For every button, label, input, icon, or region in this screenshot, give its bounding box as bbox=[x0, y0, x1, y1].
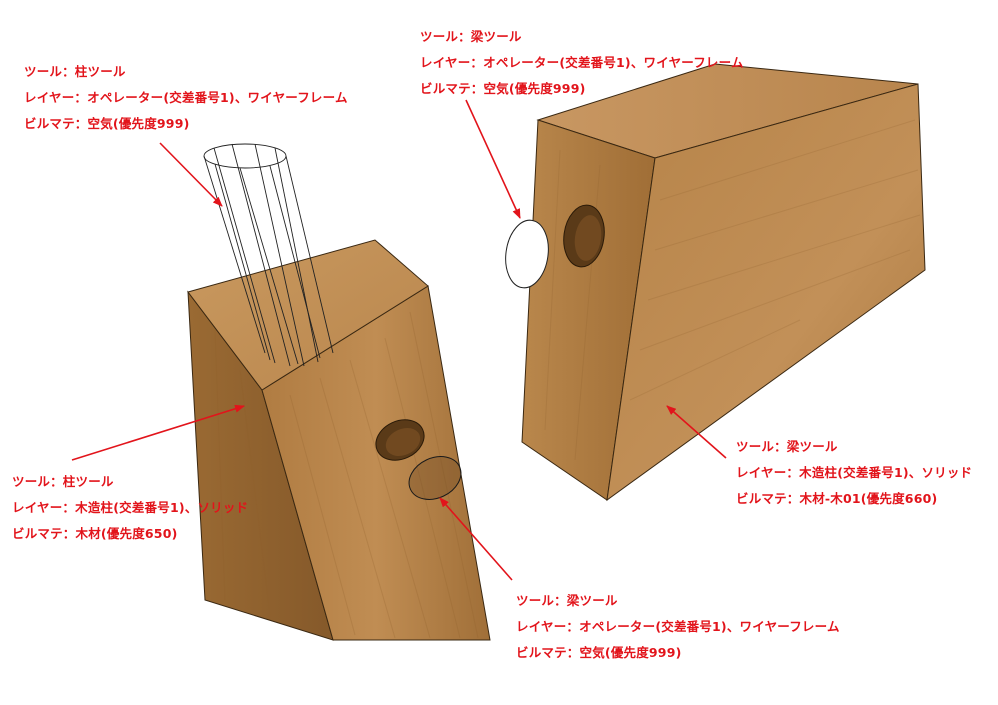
post-top-face bbox=[187, 239, 429, 391]
callout-layer: レイヤー：オペレーター(交差番号1)、ワイヤーフレーム bbox=[420, 55, 744, 70]
post-grain bbox=[214, 311, 479, 639]
callout-material: ビルマテ：空気(優先度999) bbox=[420, 81, 586, 96]
callout-tool: ツール：柱ツール bbox=[12, 474, 114, 489]
wireframe-ellipse-beam bbox=[505, 219, 549, 289]
callout-tool: ツール：梁ツール bbox=[736, 439, 838, 454]
callout-layer: レイヤー：木造柱(交差番号1)、ソリッド bbox=[12, 500, 249, 515]
callout-material: ビルマテ：木材-木01(優先度660) bbox=[736, 491, 938, 506]
callout-layer: レイヤー：オペレーター(交差番号1)、ワイヤーフレーム bbox=[516, 619, 840, 634]
callout-pillar-solid: ツール：柱ツール レイヤー：木造柱(交差番号1)、ソリッド ビルマテ：木材(優先… bbox=[12, 469, 248, 547]
callout-layer: レイヤー：木造柱(交差番号1)、ソリッド bbox=[736, 465, 973, 480]
arrow-pillar-wire bbox=[159, 142, 223, 207]
wood-beam bbox=[521, 63, 926, 502]
wireframe-cylinder-pillar bbox=[203, 143, 334, 367]
callout-beam-wireframe-top: ツール：梁ツール レイヤー：オペレーター(交差番号1)、ワイヤーフレーム ビルマ… bbox=[420, 24, 744, 102]
callout-tool: ツール：柱ツール bbox=[24, 64, 126, 79]
callout-material: ビルマテ：空気(優先度999) bbox=[516, 645, 682, 660]
wood-post bbox=[187, 239, 491, 641]
arrow-pillar-solid bbox=[71, 404, 245, 461]
callout-beam-solid: ツール：梁ツール レイヤー：木造柱(交差番号1)、ソリッド ビルマテ：木材-木0… bbox=[736, 434, 972, 512]
arrow-beam-wire-top bbox=[465, 99, 521, 219]
arrow-beam-wire-bottom bbox=[439, 497, 513, 581]
callout-pillar-wireframe: ツール：柱ツール レイヤー：オペレーター(交差番号1)、ワイヤーフレーム ビルマ… bbox=[24, 59, 348, 137]
callout-beam-wireframe-bottom: ツール：梁ツール レイヤー：オペレーター(交差番号1)、ワイヤーフレーム ビルマ… bbox=[516, 588, 840, 666]
callout-material: ビルマテ：木材(優先度650) bbox=[12, 526, 178, 541]
arrow-beam-solid bbox=[666, 405, 727, 459]
callout-material: ビルマテ：空気(優先度999) bbox=[24, 116, 190, 131]
beam-front-face bbox=[606, 83, 926, 502]
callout-tool: ツール：梁ツール bbox=[516, 593, 618, 608]
post-hole-lower-wireframe bbox=[408, 456, 462, 500]
annotation-arrows bbox=[71, 99, 727, 581]
callout-layer: レイヤー：オペレーター(交差番号1)、ワイヤーフレーム bbox=[24, 90, 348, 105]
callout-tool: ツール：梁ツール bbox=[420, 29, 522, 44]
